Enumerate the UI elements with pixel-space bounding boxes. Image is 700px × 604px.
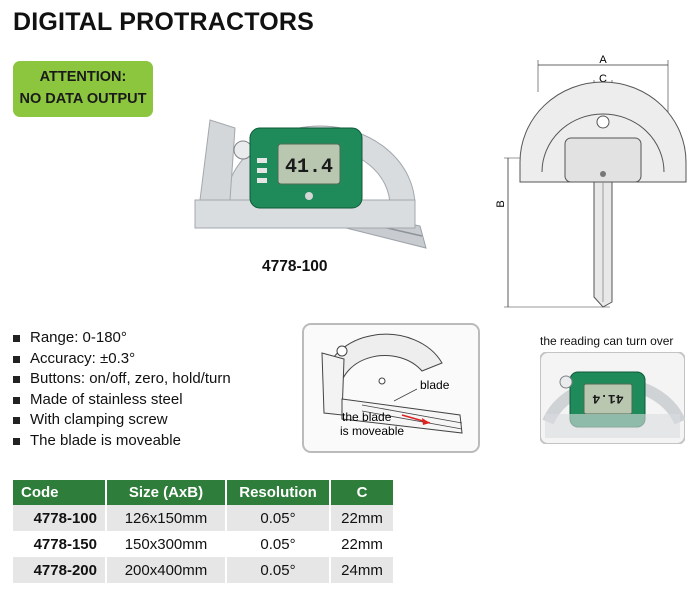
turnover-photo: 41.4 [540,352,685,444]
cell-resolution: 0.05° [227,557,331,583]
moveable-line-2: is moveable [340,424,404,438]
cell-size: 150x300mm [107,531,227,557]
reading-caption: the reading can turn over [540,334,674,348]
blade-inset: blade the blade is moveable [302,323,480,453]
dimension-a-label: A [599,54,607,66]
header-resolution: Resolution [227,480,331,505]
cell-c: 22mm [331,531,393,557]
cell-c: 22mm [331,505,393,531]
feature-item: With clamping screw [13,410,231,431]
feature-item: Buttons: on/off, zero, hold/turn [13,369,231,390]
page-title: DIGITAL PROTRACTORS [13,8,315,36]
product-photo: 41.4 [194,119,427,249]
cell-code: 4778-200 [13,557,107,583]
table-row: 4778-100 126x150mm 0.05° 22mm [13,505,393,531]
turned-reading: 41.4 [592,391,623,406]
cell-resolution: 0.05° [227,505,331,531]
table-header-row: Code Size (AxB) Resolution C [13,480,393,505]
model-label: 4778-100 [262,258,328,275]
attention-line-2: NO DATA OUTPUT [19,91,147,107]
attention-badge: ATTENTION: NO DATA OUTPUT [13,61,153,117]
feature-item: The blade is moveable [13,431,231,452]
cell-resolution: 0.05° [227,531,331,557]
header-size: Size (AxB) [107,480,227,505]
attention-line-1: ATTENTION: [39,69,127,85]
cell-code: 4778-150 [13,531,107,557]
lcd-screen [277,143,341,185]
table-row: 4778-150 150x300mm 0.05° 22mm [13,531,393,557]
cell-size: 200x400mm [107,557,227,583]
technical-drawing: A C B [495,54,687,308]
feature-list: Range: 0-180° Accuracy: ±0.3° Buttons: o… [13,328,231,451]
blade-label: blade [420,378,450,392]
feature-item: Made of stainless steel [13,390,231,411]
feature-item: Range: 0-180° [13,328,231,349]
header-code: Code [13,480,107,505]
cell-code: 4778-100 [13,505,107,531]
specs-table: Code Size (AxB) Resolution C 4778-100 12… [13,480,393,583]
dimension-b-label: B [495,200,507,207]
moveable-line-1: the blade [342,410,392,424]
cell-c: 24mm [331,557,393,583]
header-c: C [331,480,393,505]
lcd-reading: 41.4 [285,156,333,179]
feature-item: Accuracy: ±0.3° [13,349,231,370]
table-row: 4778-200 200x400mm 0.05° 24mm [13,557,393,583]
dimension-c-label: C [599,73,607,85]
cell-size: 126x150mm [107,505,227,531]
clamp-screw [233,140,253,160]
